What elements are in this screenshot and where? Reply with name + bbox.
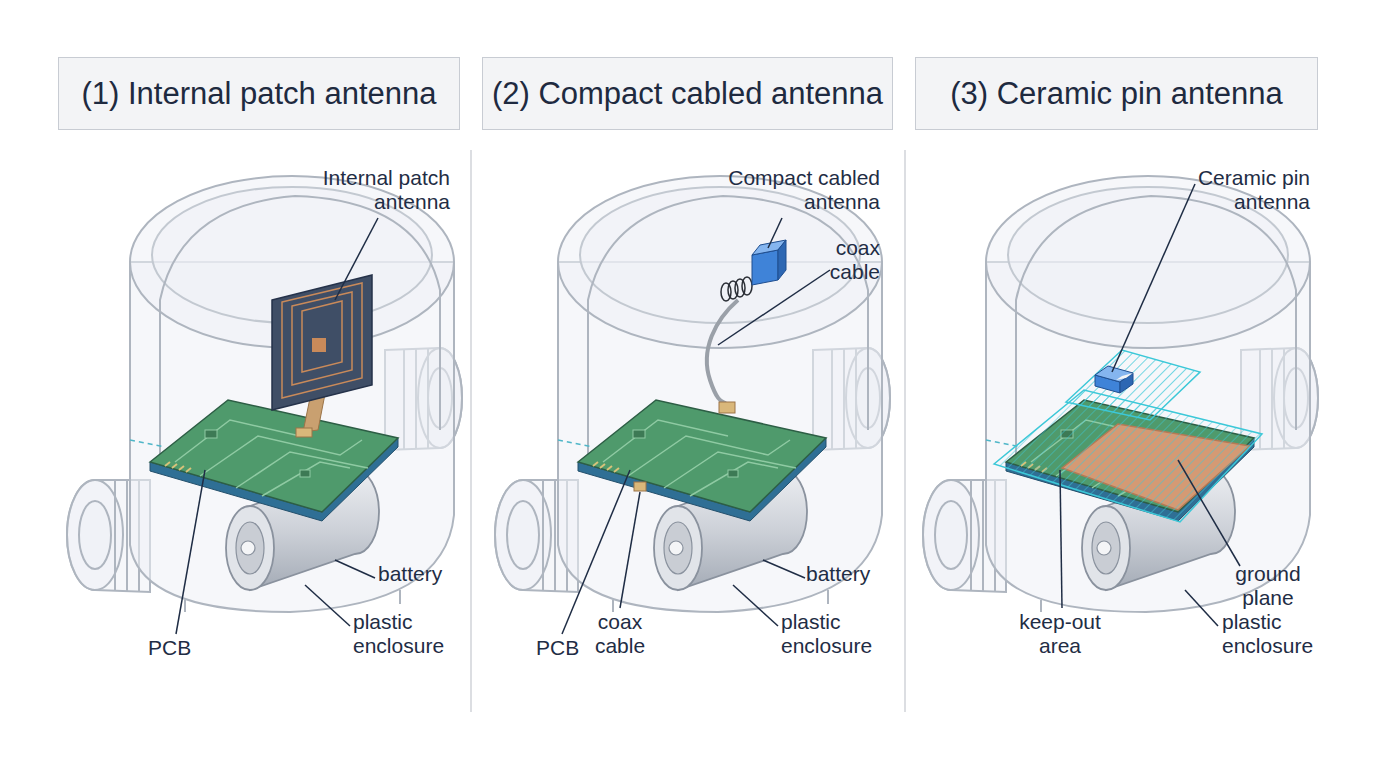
- callout-label: PCB: [536, 636, 596, 660]
- coax-connector: [719, 402, 735, 413]
- ceramic-antenna: [1095, 366, 1133, 393]
- leader-lines: [562, 218, 830, 634]
- feed-pad: [296, 428, 312, 437]
- keep-out-zone: [1066, 350, 1200, 420]
- callout-label: plastic enclosure: [1222, 610, 1332, 658]
- pcb-board: [150, 400, 398, 521]
- callout-label: Ceramic pin antenna: [1185, 166, 1310, 214]
- callout-label: coax cable: [810, 236, 880, 284]
- title-text: (3) Ceramic pin antenna: [950, 76, 1283, 112]
- callout-label: PCB: [148, 636, 208, 660]
- meter-enclosure: [495, 176, 890, 612]
- spring-coil: [721, 277, 752, 301]
- meter-enclosure: [923, 176, 1318, 612]
- callout-label: battery: [806, 562, 906, 586]
- coax-cable-line: [707, 300, 738, 406]
- leader-lines: [1060, 184, 1240, 626]
- title-text: (1) Internal patch antenna: [81, 76, 436, 112]
- callout-label: battery: [378, 562, 478, 586]
- title-box: (3) Ceramic pin antenna: [915, 57, 1318, 130]
- meter-enclosure: [67, 176, 462, 612]
- callout-label: plastic enclosure: [353, 610, 463, 658]
- callout-label: Compact cabled antenna: [720, 166, 880, 214]
- callout-label: ground plane: [1228, 562, 1308, 610]
- title-text: (2) Compact cabled antenna: [492, 76, 883, 112]
- patch-antenna: [272, 275, 372, 410]
- callout-label: Internal patch antenna: [290, 166, 450, 214]
- panel-divider: [904, 150, 906, 712]
- callout-label: plastic enclosure: [781, 610, 891, 658]
- callout-label: coax cable: [585, 610, 655, 658]
- pcb-board: [578, 400, 826, 521]
- leader-lines: [176, 218, 378, 634]
- pcb-connector: [634, 482, 646, 491]
- panel-three-art: [923, 176, 1318, 626]
- title-box: (1) Internal patch antenna: [58, 57, 460, 130]
- title-box: (2) Compact cabled antenna: [482, 57, 893, 130]
- panel-divider: [470, 150, 472, 712]
- callout-label: keep-out area: [1010, 610, 1110, 658]
- patch-spiral: [282, 283, 362, 398]
- patch-feed: [312, 338, 326, 352]
